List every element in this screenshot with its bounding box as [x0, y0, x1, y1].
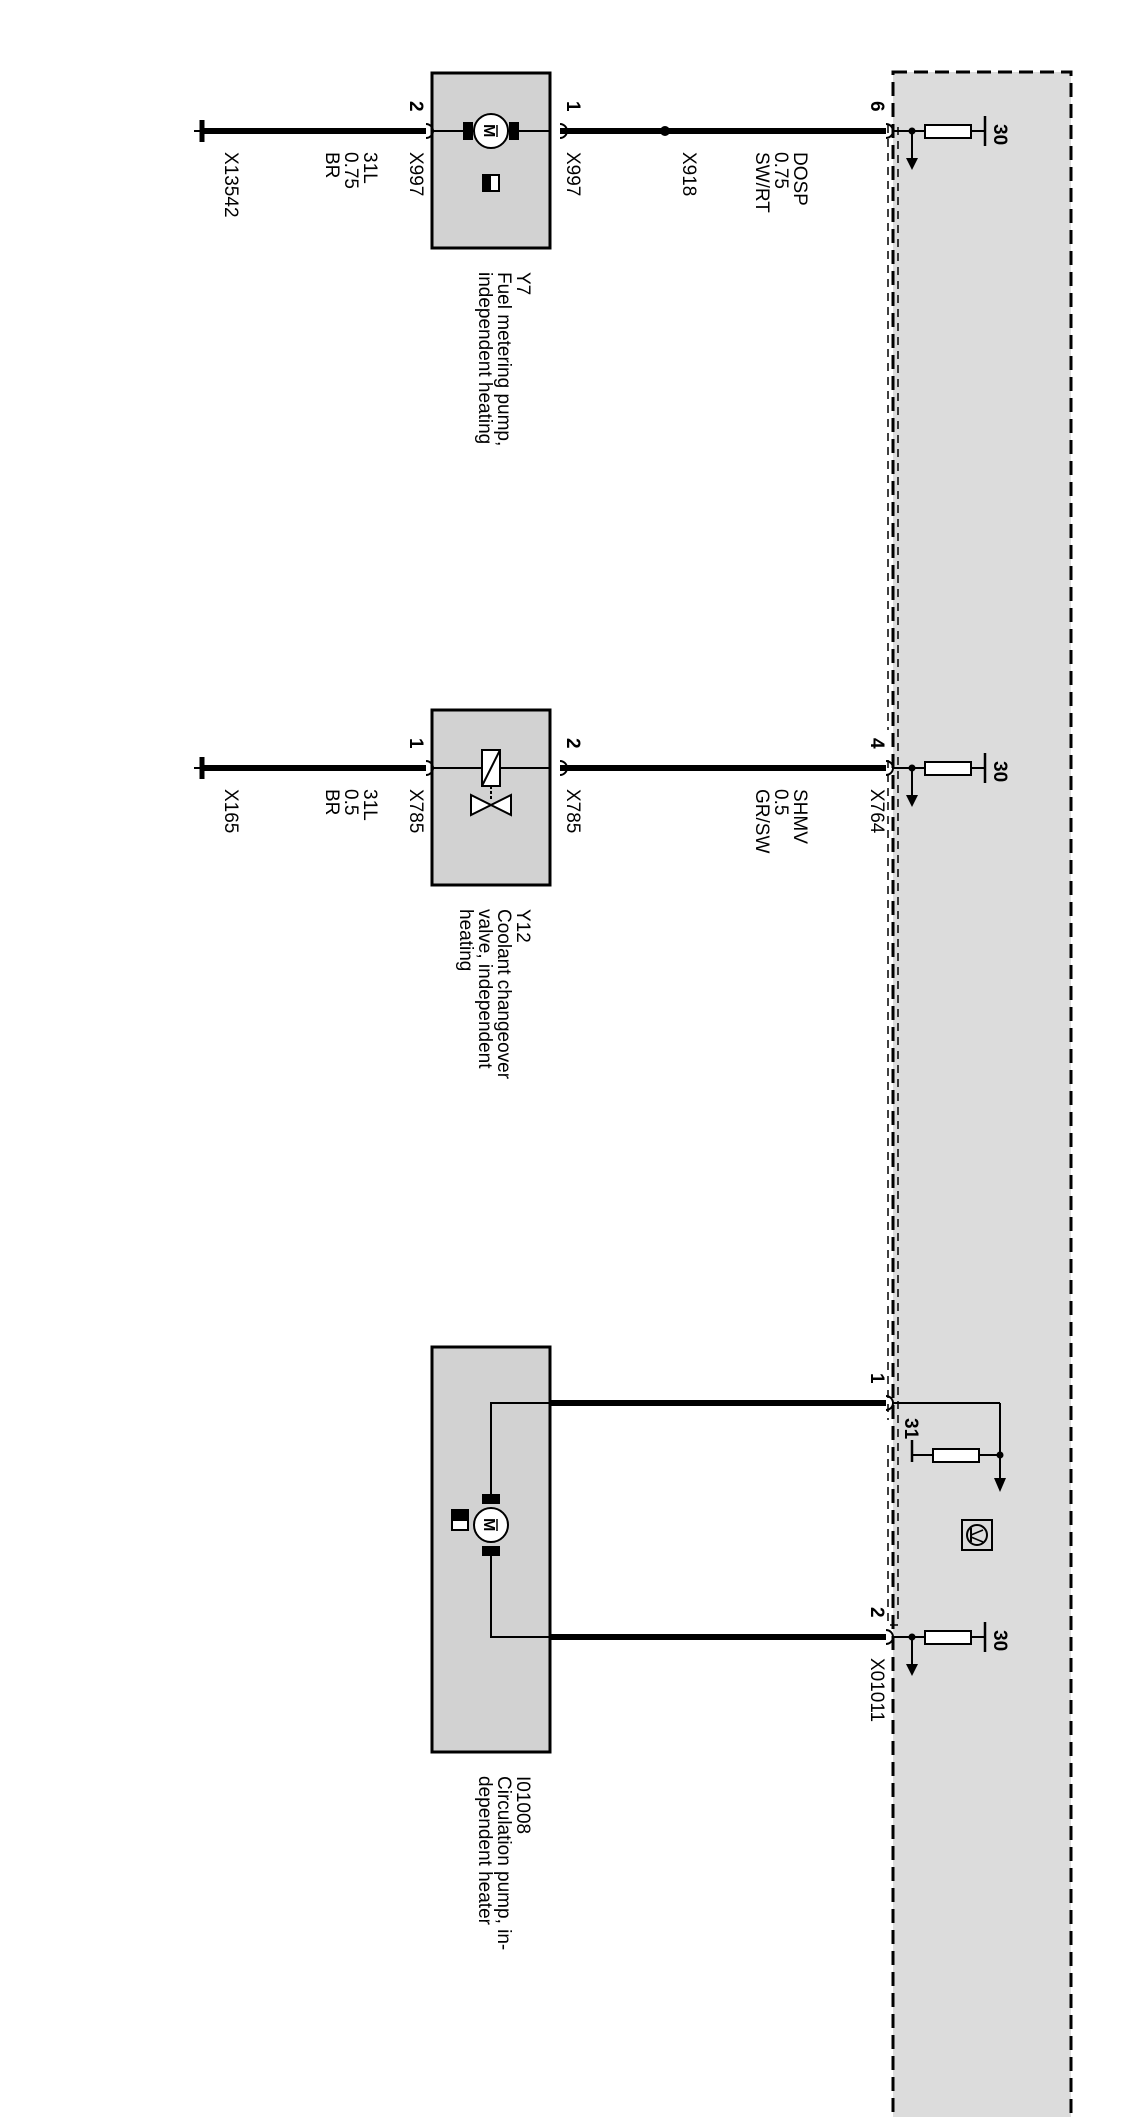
coolant-valve-pin-in: 2: [562, 738, 583, 749]
ground-circuit-31: 31: [893, 1402, 1006, 1492]
fuel-pump-id: Y7: [512, 272, 533, 295]
coolant-valve-signal-name: SHMV: [789, 789, 810, 844]
supply-circuit-bottom: 30: [893, 1622, 1010, 1676]
fuel-pump-signal-color: SW/RT: [751, 152, 772, 213]
coolant-valve-solenoid-icon: [481, 749, 501, 800]
coolant-valve-name-line2: valve, independent: [474, 909, 495, 1069]
control-unit-body: [891, 70, 1073, 2117]
circulation-pump-id: I01008: [512, 1776, 533, 1834]
driver-transistor-icon: [961, 1519, 993, 1551]
fuel-pump-pin-out: 2: [405, 101, 426, 112]
fuel-pump-ground-name: 31L: [359, 152, 380, 184]
supply-30-label-bottom: 30: [989, 1630, 1010, 1651]
coolant-valve-valve-icon: [470, 793, 512, 817]
supply-circuit-top: 30: [893, 116, 1010, 170]
fuel-pump-signal-size: 0.75: [770, 152, 791, 189]
fuel-pump-pin-in: 1: [562, 101, 583, 112]
fuel-pump-box[interactable]: [430, 71, 552, 250]
fuel-pump-motor-letter: M: [480, 124, 497, 137]
fuel-pump-unit-pin: 6: [866, 101, 887, 112]
supply-30-label-top: 30: [989, 124, 1010, 145]
fuel-pump-name-line2: independent heating: [474, 272, 495, 444]
fuel-pump-ground-point: X13542: [220, 152, 241, 218]
circulation-pump-name-line1: Circulation pump, in-: [493, 1776, 514, 1950]
coolant-valve-signal-color: GR/SW: [751, 789, 772, 853]
fuel-pump-ground-size: 0.75: [340, 152, 361, 189]
circulation-pump-name-line2: dependent heater: [474, 1776, 495, 1926]
circulation-pump-pin-a: 1: [866, 1373, 887, 1384]
coolant-valve-unit-connector: X764: [866, 789, 887, 834]
fuel-pump-motor-icon: M: [463, 113, 519, 149]
coolant-valve-ground-size: 0.5: [340, 789, 361, 815]
coolant-valve-signal-size: 0.5: [770, 789, 791, 815]
fuel-pump-ground-symbol: [194, 120, 205, 142]
circulation-pump-pin-b: 2: [866, 1607, 887, 1618]
coolant-valve-pin-out: 1: [405, 738, 426, 749]
coolant-valve-ground-point: X165: [220, 789, 241, 833]
coolant-valve-name-line3: heating: [455, 909, 476, 971]
coolant-valve-name-line1: Coolant changeover: [493, 909, 514, 1080]
circulation-pump-motor-icon: M: [473, 1494, 509, 1556]
circulation-pump-circuit: M 1 2 X01011 I01008 Circulation pump, in…: [430, 1345, 894, 1950]
inline-connector-dot: [660, 126, 670, 136]
coolant-valve-connector-in: X785: [562, 789, 583, 833]
ground-31-label: 31: [900, 1418, 921, 1440]
fuel-pump-connector-out: X997: [405, 152, 426, 196]
supply-30-label-middle: 30: [989, 761, 1010, 782]
coolant-valve-circuit: 4 2 1 X764 SHMV 0.5 GR/SW X785 X785 31L …: [194, 708, 894, 1080]
supply-circuit-middle: 30: [893, 753, 1010, 807]
coolant-valve-ground-name: 31L: [359, 789, 380, 821]
coolant-valve-connector-out: X785: [405, 789, 426, 833]
coolant-valve-unit-pin: 4: [866, 738, 887, 749]
circulation-pump-unit-connector: X01011: [866, 1658, 887, 1722]
fuel-pump-ground-color: BR: [321, 152, 342, 178]
fuel-pump-name-line1: Fuel metering pump,: [493, 272, 514, 446]
circulation-pump-operating-icon: [451, 1509, 469, 1531]
fuel-pump-connector-in: X997: [562, 152, 583, 196]
fuel-pump-signal-name: DOSP: [789, 152, 810, 206]
coolant-valve-ground-color: BR: [321, 789, 342, 815]
circulation-pump-motor-letter: M: [480, 1518, 497, 1531]
fuel-pump-inline-connector: X918: [678, 152, 699, 196]
coolant-valve-ground-symbol: [194, 757, 205, 779]
fuel-pump-circuit: M 6 1 2 DOSP 0.75 SW/RT X918 X997 X997 3…: [194, 71, 894, 446]
coolant-valve-id: Y12: [512, 909, 533, 943]
fuel-pump-operating-icon: [482, 174, 500, 192]
control-unit: 30 30 31: [887, 70, 1073, 2117]
